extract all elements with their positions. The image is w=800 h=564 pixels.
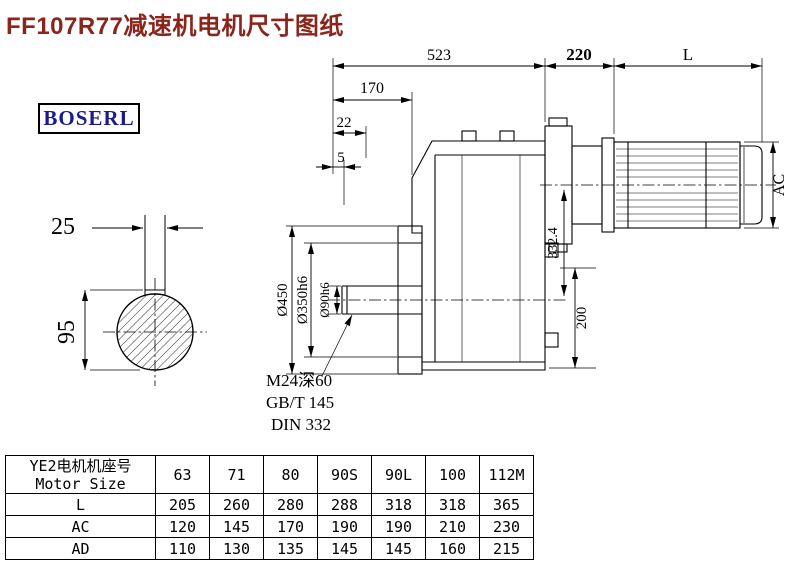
cell-AD-2: 135	[263, 537, 318, 560]
row-label-AC: AC	[5, 515, 156, 538]
note-gb-standard: GB/T 145	[266, 393, 334, 412]
dim-22: 22	[337, 115, 352, 131]
assembly-outline	[341, 117, 763, 375]
dim-AC: AC	[771, 174, 788, 196]
dim-170: 170	[360, 80, 384, 97]
dim-523: 523	[427, 47, 451, 64]
motor-size-table: YE2电机机座号 Motor Size 63 71 80 90S 90L 100…	[5, 455, 534, 560]
cell-AC-5: 210	[425, 515, 480, 538]
fan-cover	[739, 145, 763, 225]
center-lines	[103, 184, 776, 386]
dim-332-4: 332.4	[546, 227, 561, 259]
header-motor-size: YE2电机机座号 Motor Size	[5, 455, 156, 494]
cell-AC-0: 120	[155, 515, 210, 538]
page-title: FF107R77减速机电机尺寸图纸	[6, 13, 344, 40]
cell-L-4: 318	[371, 493, 426, 516]
dim-L: L	[683, 45, 693, 64]
cell-L-3: 288	[317, 493, 372, 516]
shaft-section-circle	[116, 293, 194, 371]
cell-AD-4: 145	[371, 537, 426, 560]
dim-25: 25	[51, 214, 75, 240]
keyway	[144, 215, 166, 296]
size-col-5: 100	[425, 455, 480, 494]
size-col-1: 71	[209, 455, 264, 494]
row-label-AD: AD	[5, 537, 156, 560]
size-col-6: 112M	[479, 455, 534, 494]
table-header-row: YE2电机机座号 Motor Size 63 71 80 90S 90L 100…	[5, 455, 534, 494]
cell-AC-1: 145	[209, 515, 264, 538]
cell-AC-4: 190	[371, 515, 426, 538]
cell-AD-0: 110	[155, 537, 210, 560]
motor-body	[613, 141, 741, 229]
dim-200: 200	[574, 307, 590, 330]
header-motor-size-cn: YE2电机机座号	[29, 456, 132, 475]
cell-L-1: 260	[209, 493, 264, 516]
dim-220: 220	[566, 45, 592, 64]
brand-logo-text: BOSERL	[43, 106, 135, 130]
dim-spigot-dia: Ø350h6	[295, 275, 311, 324]
cell-AC-2: 170	[263, 515, 318, 538]
dimension-texts: 523 220 L 170 22 5 25 95 Ø450 Ø350h6 Ø90…	[51, 45, 788, 434]
dim-flange-dia: Ø450	[275, 283, 291, 316]
size-col-0: 63	[155, 455, 210, 494]
note-din-standard: DIN 332	[271, 415, 331, 434]
row-label-L: L	[5, 493, 156, 516]
output-shaft	[341, 285, 422, 315]
table-row-L: L 205 260 280 288 318 318 365	[5, 493, 534, 516]
cell-AD-5: 160	[425, 537, 480, 560]
cell-AD-6: 215	[479, 537, 534, 560]
note-tap-hole: M24深60	[266, 371, 332, 390]
header-motor-size-en: Motor Size	[35, 474, 126, 493]
shaft-section-view	[116, 215, 194, 371]
brand-logo: BOSERL	[38, 103, 140, 134]
output-flange	[397, 225, 423, 375]
cell-L-5: 318	[425, 493, 480, 516]
gearbox-housing	[411, 140, 546, 371]
dim-shaft-dia: Ø90h6	[317, 282, 332, 318]
cell-L-2: 280	[263, 493, 318, 516]
table-row-AD: AD 110 130 135 145 145 160 215	[5, 537, 534, 560]
dimension-lines	[82, 63, 776, 377]
cell-L-6: 365	[479, 493, 534, 516]
size-col-4: 90L	[371, 455, 426, 494]
cell-AD-3: 145	[317, 537, 372, 560]
cell-L-0: 205	[155, 493, 210, 516]
size-col-2: 80	[263, 455, 318, 494]
cell-AC-3: 190	[317, 515, 372, 538]
cell-AD-1: 130	[209, 537, 264, 560]
table-row-AC: AC 120 145 170 190 190 210 230	[5, 515, 534, 538]
size-col-3: 90S	[317, 455, 372, 494]
dim-5: 5	[337, 150, 345, 166]
dim-95: 95	[54, 320, 80, 344]
motor-fins	[616, 148, 738, 222]
technical-drawing: 523 220 L 170 22 5 25 95 Ø450 Ø350h6 Ø90…	[51, 45, 788, 434]
cell-AC-6: 230	[479, 515, 534, 538]
